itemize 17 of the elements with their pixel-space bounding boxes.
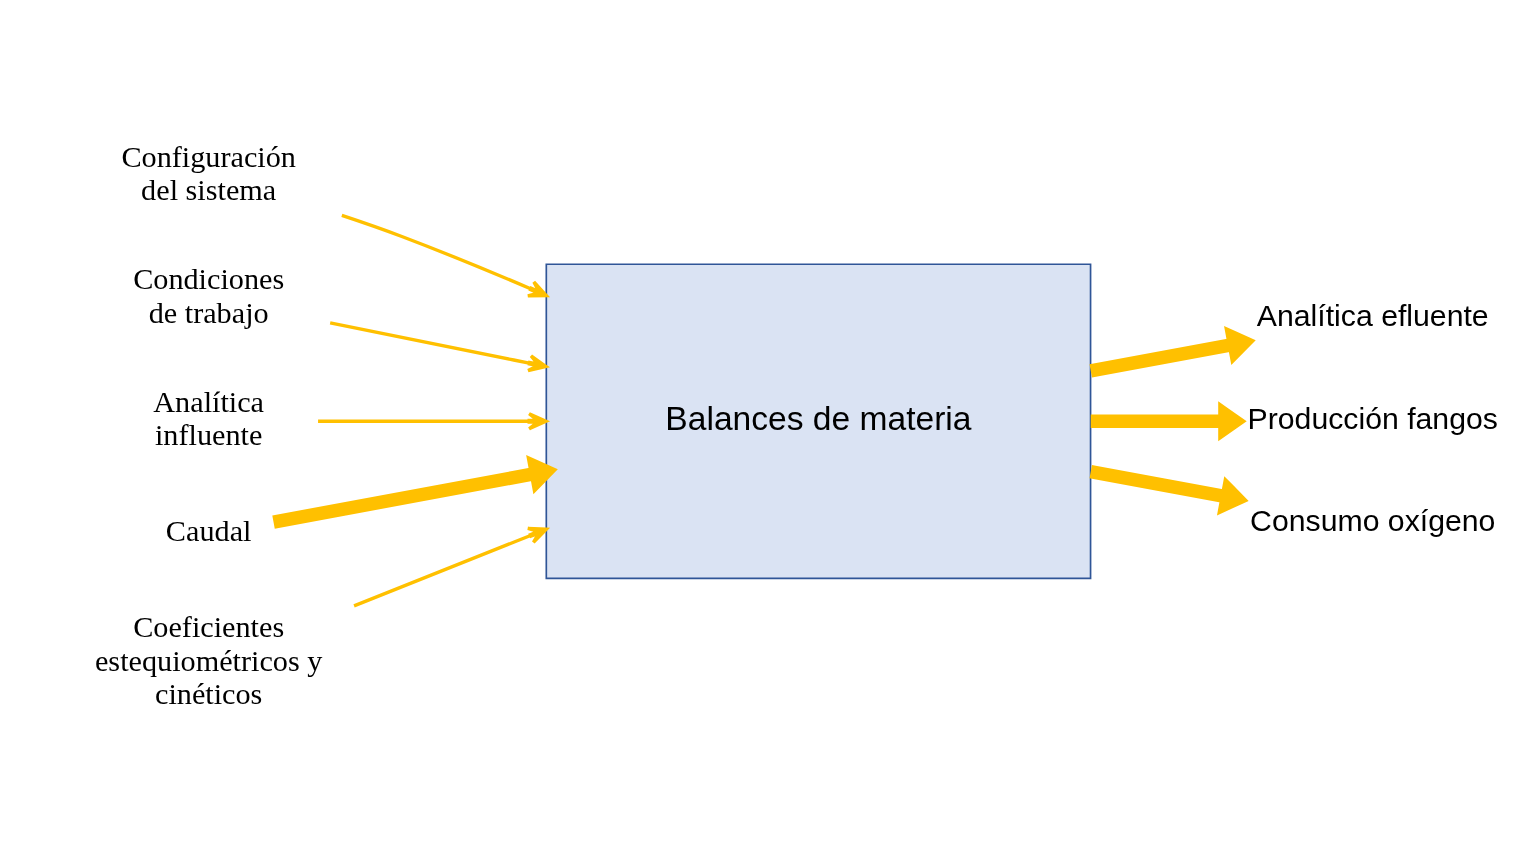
arrow [353, 526, 548, 607]
node-text: Caudal [165, 513, 252, 548]
node-text: Consumo oxígeno [1250, 503, 1496, 537]
node-text: Analítica influente [153, 384, 265, 452]
node-box: Balances de materia [545, 262, 1092, 579]
arrow [1090, 400, 1247, 441]
arrow [272, 454, 558, 529]
arrow [318, 411, 548, 430]
node-text: Producción fangos [1247, 401, 1498, 435]
node-text: Analítica efluente [1256, 298, 1489, 332]
node-text: Condiciones de trabajo [133, 261, 285, 330]
node-text: Coeficientes estequiométricos y cinéticos [94, 609, 323, 711]
arrow [1089, 464, 1249, 515]
node-text: Configuración del sistema [121, 139, 296, 207]
arrow [341, 213, 548, 298]
arrow [1089, 325, 1256, 378]
arrow [329, 320, 548, 372]
